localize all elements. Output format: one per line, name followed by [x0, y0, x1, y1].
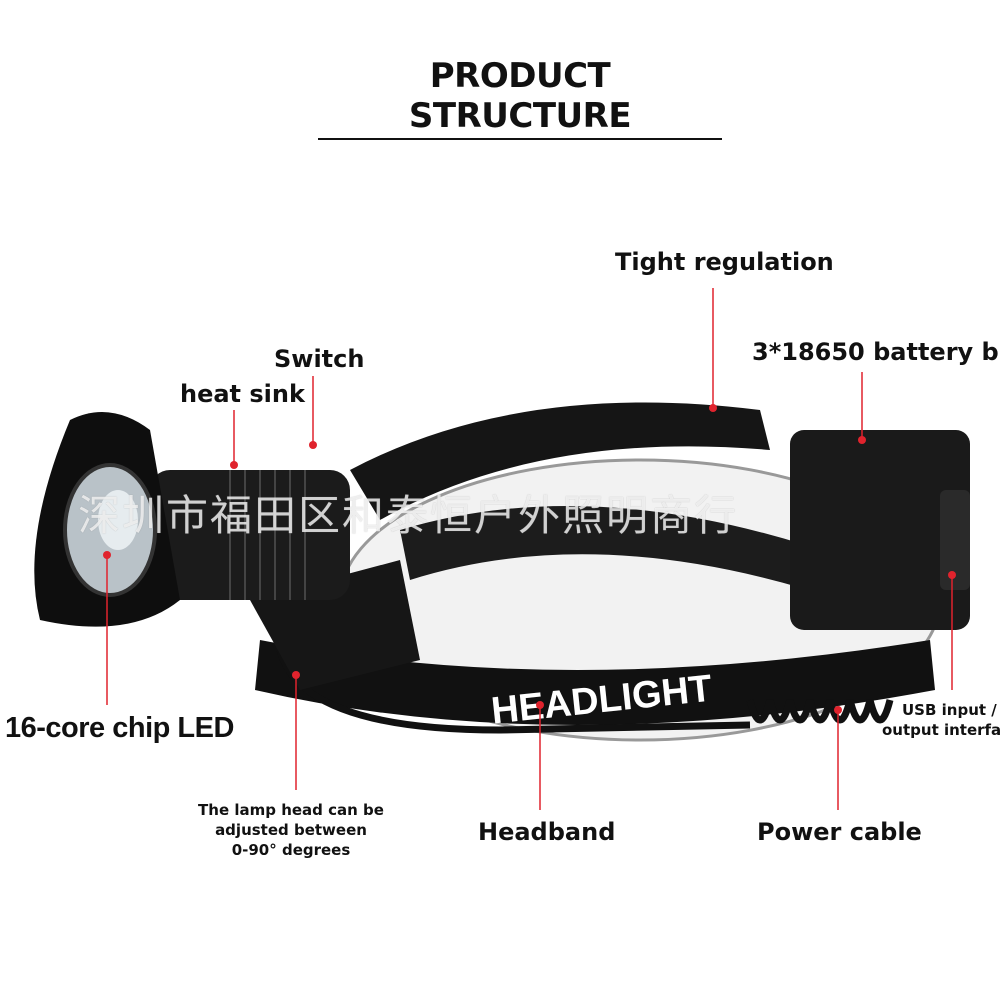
headband: [255, 640, 935, 725]
lamp-head-line2: adjusted between: [215, 821, 367, 839]
label-led: 16-core chip LED: [5, 712, 234, 744]
label-lamp-head: The lamp head can be adjusted between 0-…: [191, 800, 391, 860]
power-cable: [276, 649, 894, 734]
top-strap: [350, 402, 770, 520]
lamp-body: [150, 470, 350, 600]
usb-line2: output interfac: [882, 721, 1000, 739]
page-title: PRODUCT STRUCTURE: [318, 56, 722, 140]
label-tight-regulation: Tight regulation: [615, 248, 834, 276]
usb-line1: USB input /: [902, 701, 997, 719]
lamp-head-line3: 0-90° degrees: [231, 841, 351, 859]
inner-strap: [400, 506, 850, 600]
label-usb: USB input / output interfac: [882, 700, 1000, 740]
leader-dots: [103, 404, 956, 714]
lamp-head-line1: The lamp head can be: [198, 801, 384, 819]
battery-box: [790, 430, 970, 630]
label-switch: Switch: [274, 345, 365, 373]
label-power-cable: Power cable: [757, 818, 922, 846]
heat-sink-fins: [229, 470, 306, 600]
label-battery-bin: 3*18650 battery bin: [752, 338, 1000, 366]
watermark: 深圳市福田区和泰恒户外照明商行: [78, 491, 739, 540]
leader-lines: [106, 288, 953, 810]
label-heat-sink: heat sink: [180, 380, 305, 408]
label-headband: Headband: [478, 818, 616, 846]
